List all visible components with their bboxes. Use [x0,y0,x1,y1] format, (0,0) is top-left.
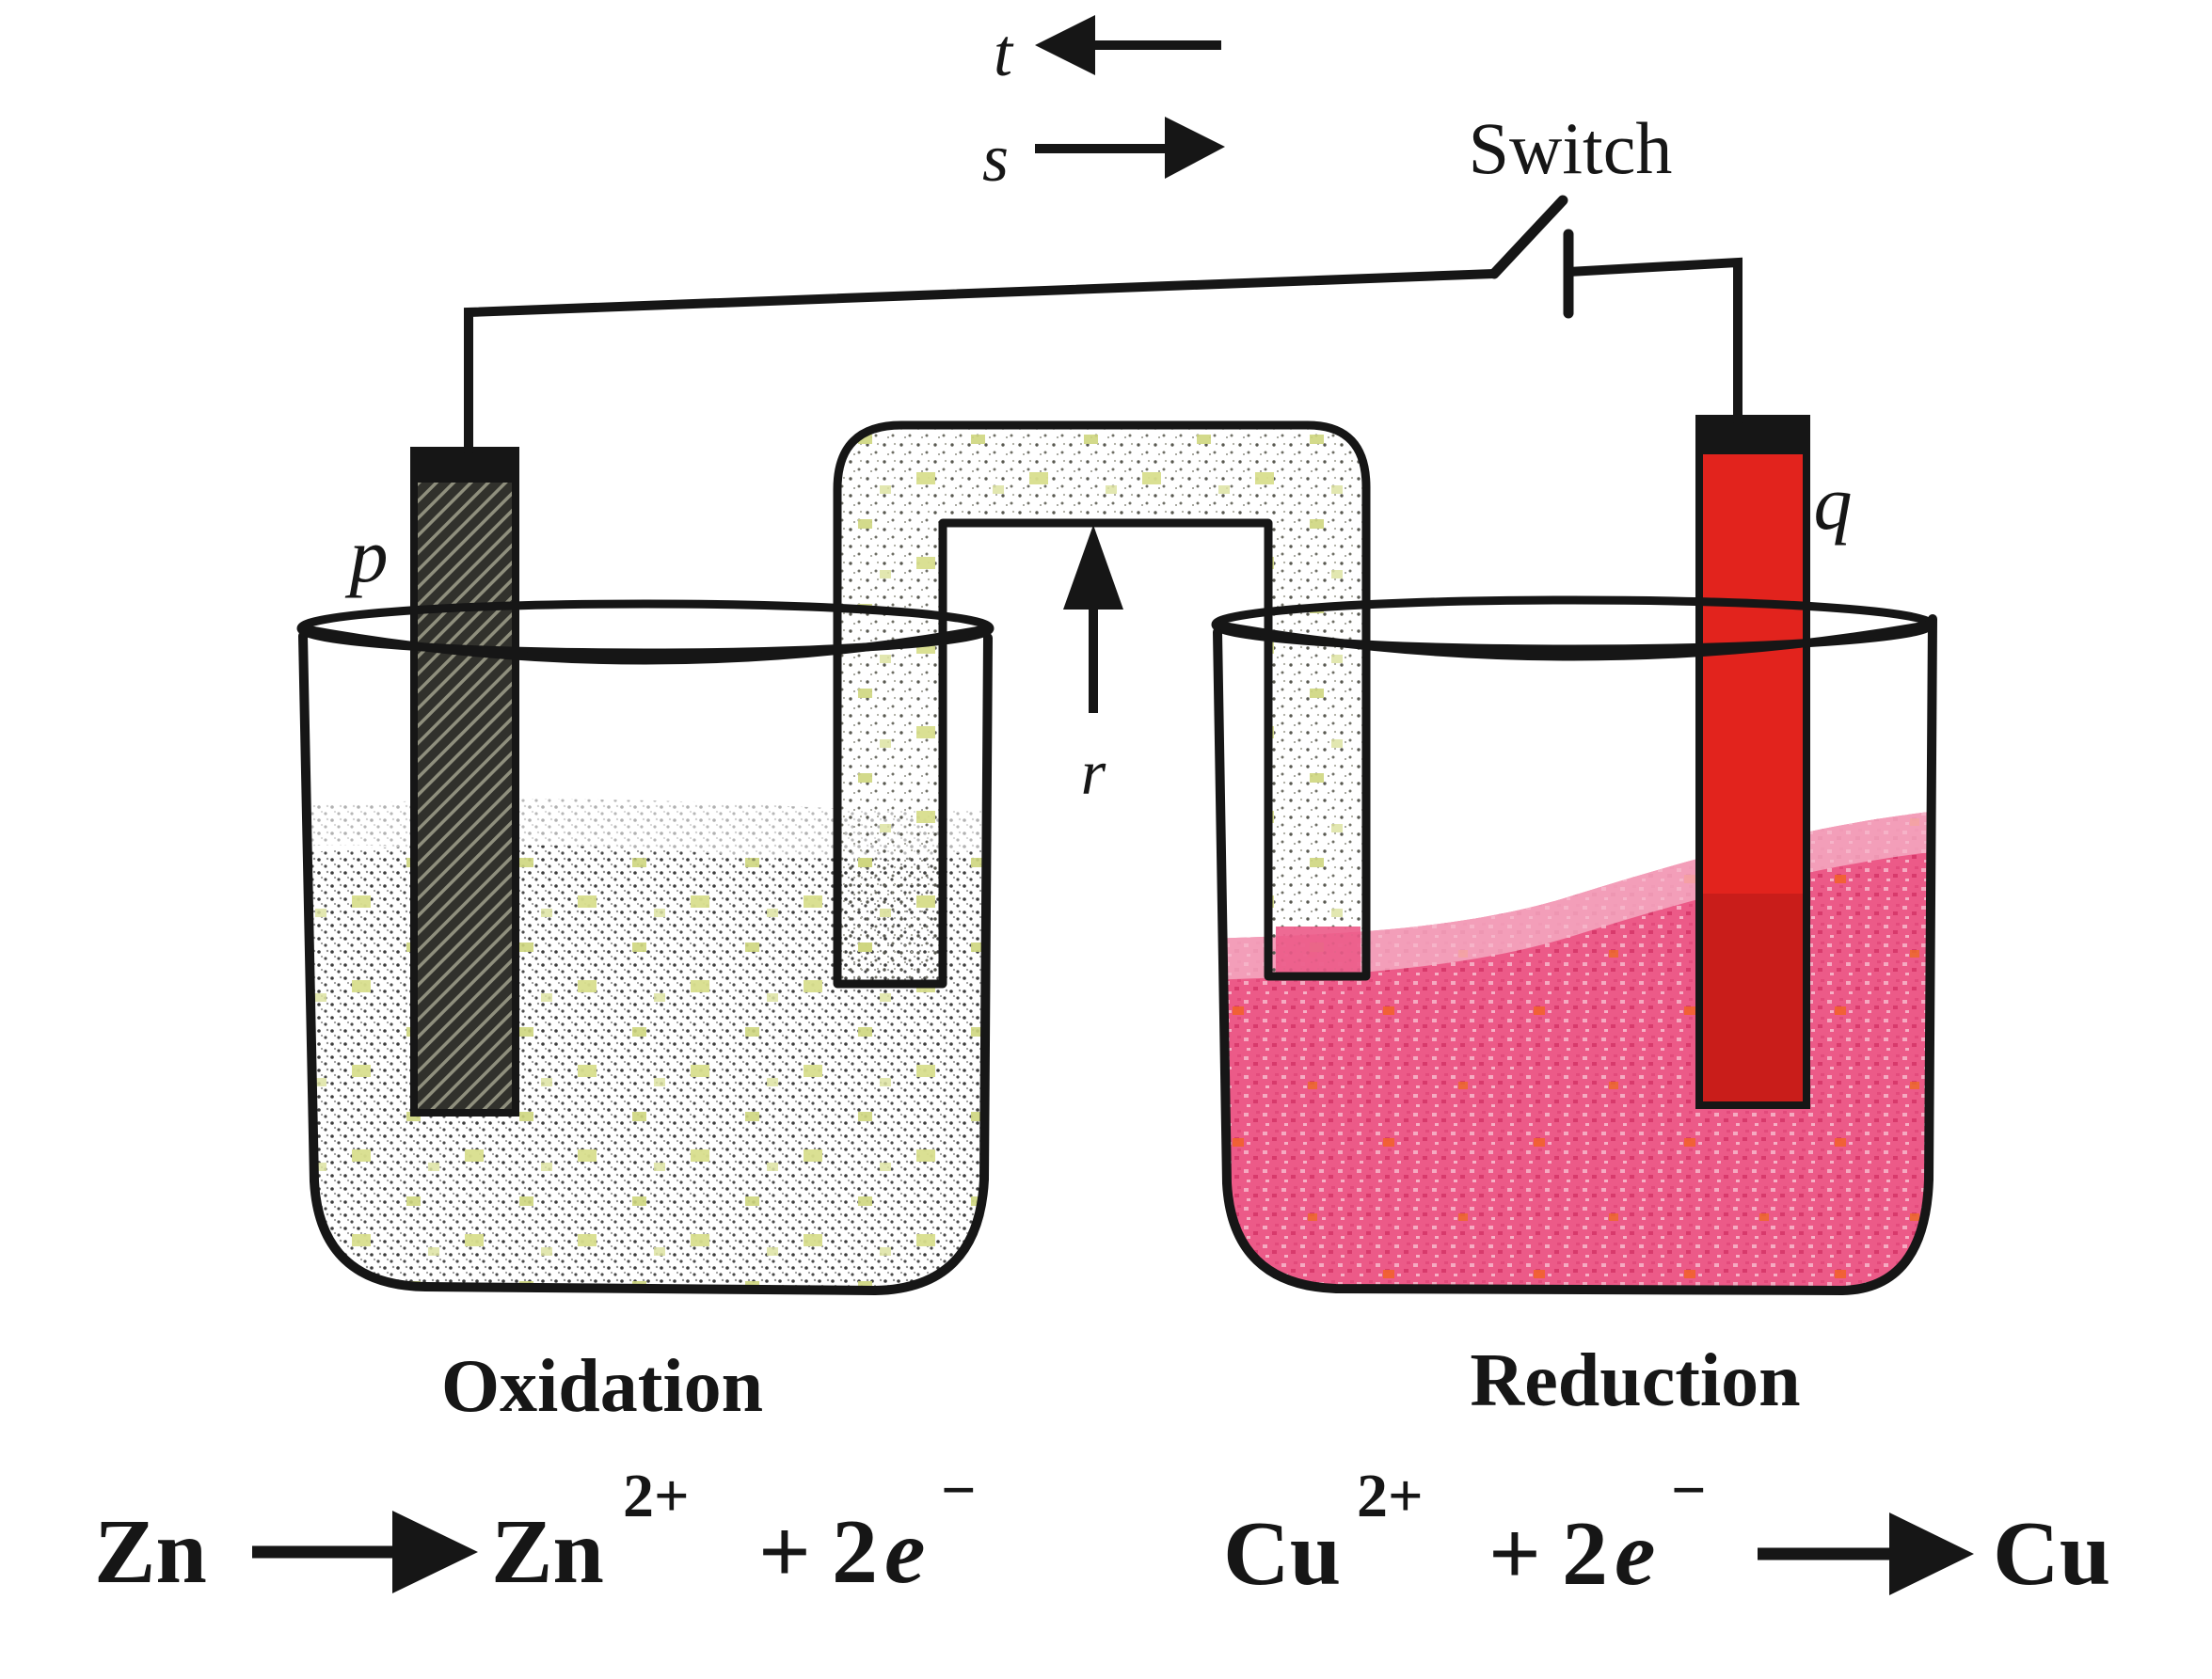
eq-right-reactant: Cu [1223,1503,1341,1605]
eq-left-product-sup: 2+ [623,1462,690,1530]
label-s: s [982,120,1009,196]
circuit-wires [464,195,1743,455]
left-beaker-wall [298,631,993,1296]
eq-left-coeff: 2 [832,1501,878,1603]
left-beaker-rim-lip [300,624,991,665]
t-arrow-head [1035,15,1095,75]
eq-right-arrow-head [1889,1513,1974,1595]
switch-lever [1488,195,1568,279]
salt-bridge-arrow [1063,525,1123,713]
caption-reduction: Reduction [1470,1339,1800,1422]
wire-right [1564,257,1743,425]
eq-right-product: Cu [1993,1503,2110,1605]
r-arrow-head [1063,525,1123,610]
right-beaker [1211,595,1937,1296]
label-electrode-p: p [345,513,389,598]
electrode-p-body [410,447,519,1117]
eq-right-electron: e [1615,1503,1656,1605]
right-beaker-wall [1213,614,1937,1296]
eq-right-plus: + [1488,1503,1541,1605]
eq-left-reactant: Zn [94,1501,207,1603]
eq-right-electron-sup: − [1671,1456,1707,1525]
electrode-q-cap [1697,417,1808,454]
salt-bridge-specks [837,425,1366,984]
equation-reduction: Cu 2+ + 2 e − Cu [1223,1456,2110,1605]
salt-bridge-outline [833,420,1371,989]
equation-oxidation: Zn Zn 2+ + 2 e − [94,1456,977,1603]
eq-right-coeff: 2 [1562,1503,1608,1605]
caption-oxidation: Oxidation [441,1345,763,1428]
label-switch: Switch [1469,107,1673,189]
electrode-q-body [1695,415,1810,1109]
salt-bridge-right-arm-solution [1276,927,1361,974]
label-t: t [994,15,1014,90]
wire-left [464,269,1499,455]
electrode-q-submerged-shade [1703,894,1803,1101]
label-electrode-q: q [1814,460,1853,546]
eq-right-reactant-sup: 2+ [1357,1462,1424,1530]
right-beaker-rim-lip [1215,620,1932,661]
eq-left-arrow-head [392,1511,478,1593]
s-arrow-head [1165,117,1225,179]
eq-left-electron: e [884,1501,926,1603]
direction-arrow-t [1035,15,1221,75]
left-beaker [296,599,995,1296]
electrode-p [410,447,519,1117]
electrode-p-cap [412,449,517,483]
label-salt-bridge-r: r [1081,737,1106,808]
eq-left-product: Zn [491,1501,604,1603]
salt-bridge [833,420,1371,989]
eq-left-plus: + [758,1501,811,1603]
direction-arrow-s [1035,117,1225,179]
electrode-q [1695,415,1810,1109]
eq-left-electron-sup: − [941,1456,977,1525]
